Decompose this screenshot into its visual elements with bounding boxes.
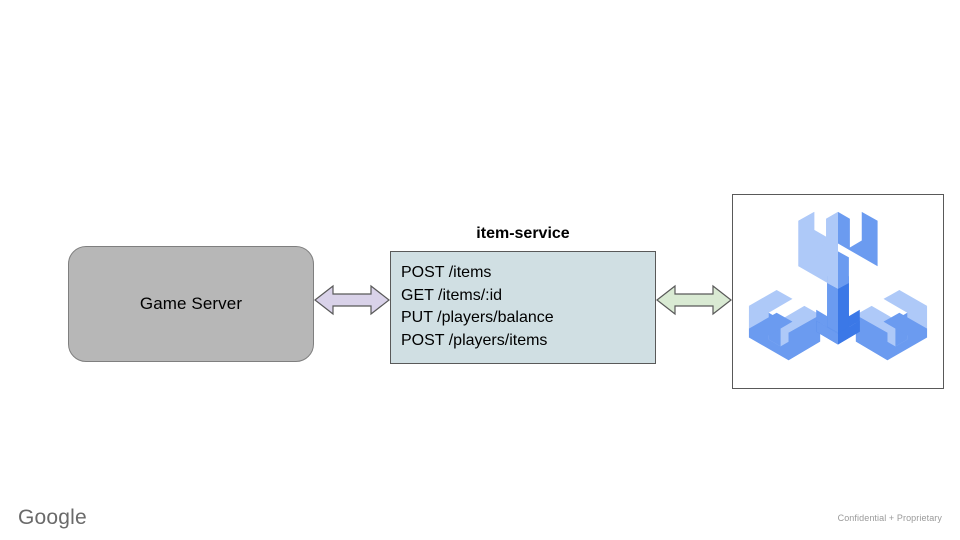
node-item-service-title: item-service [476, 225, 570, 242]
endpoint-row: GET /items/:id [401, 286, 503, 304]
endpoint-row: PUT /players/balance [401, 309, 554, 326]
node-item-service[interactable]: POST /items GET /items/:id PUT /players/… [390, 251, 656, 364]
node-tools-image [732, 194, 944, 389]
confidentiality-note: Confidential + Proprietary [837, 513, 942, 523]
endpoint-row: POST /items [401, 264, 492, 281]
isometric-three-wrench-icon [748, 211, 928, 361]
node-game-server[interactable]: Game Server [68, 246, 314, 362]
endpoint-row: POST /players/items [401, 331, 548, 349]
connector-item-service-to-tools[interactable] [656, 282, 732, 318]
connector-game-server-to-item-service[interactable] [314, 282, 390, 318]
node-game-server-label: Game Server [139, 294, 243, 313]
double-headed-arrow-shape [656, 284, 732, 316]
double-headed-arrow-shape [314, 284, 390, 316]
google-logo: Google [18, 506, 87, 529]
